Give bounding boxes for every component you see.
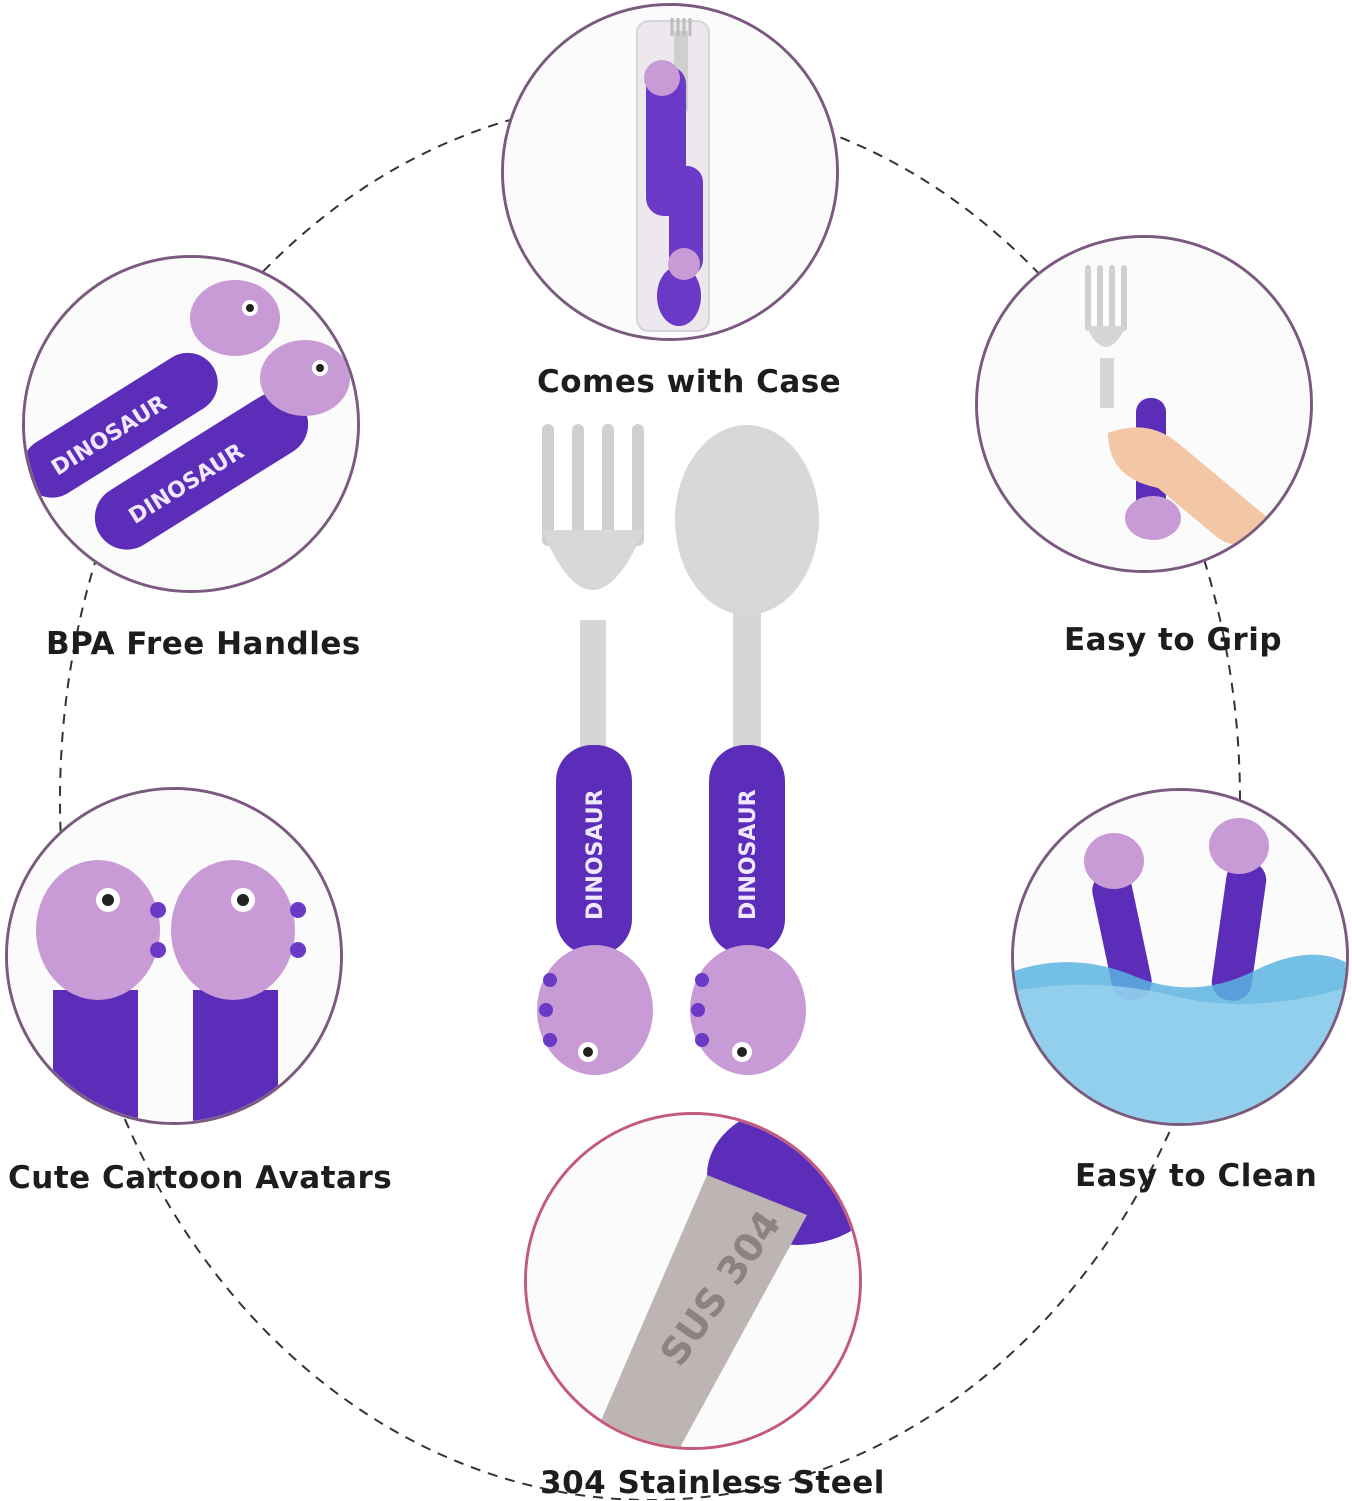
grip-feature-label: Easy to Grip [1064,622,1283,658]
steel-feature-photo: SUS 304 [524,1112,862,1450]
fork-and-spoon-product: DINOSAUR DINOSAUR [537,424,819,1075]
bpa-feature-label: BPA Free Handles [46,626,361,662]
clean-feature-label: Easy to Clean [1075,1158,1318,1194]
handles-illustration: DINOSAUR DINOSAUR [25,258,357,590]
steel-feature-label: 304 Stainless Steel [540,1465,885,1501]
bpa-feature-photo: DINOSAUR DINOSAUR [22,255,360,593]
grip-feature-photo [975,235,1313,573]
avatars-feature-photo [5,787,343,1125]
fork: DINOSAUR [537,424,653,1075]
spoon: DINOSAUR [675,425,819,1075]
avatars-illustration [8,790,340,1122]
clean-illustration [1014,791,1346,1123]
case-feature-photo [501,3,839,341]
avatars-feature-label: Cute Cartoon Avatars [8,1160,393,1196]
steel-illustration: SUS 304 [527,1115,859,1447]
grip-illustration [978,238,1310,570]
fork-handle-text: DINOSAUR [583,789,608,920]
case-feature-label: Comes with Case [537,364,842,400]
clean-feature-photo [1011,788,1349,1126]
case-illustration [504,6,836,338]
spoon-handle-text: DINOSAUR [736,789,761,920]
